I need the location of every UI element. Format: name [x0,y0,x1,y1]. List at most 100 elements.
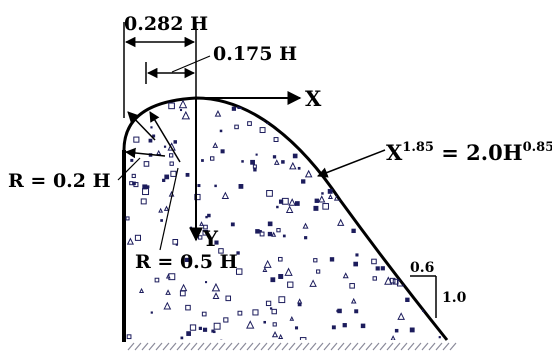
foundation [127,342,457,351]
aggregate-speck [198,235,203,240]
aggregate-speck [278,199,284,204]
slope-vertical-label: 1.0 [442,290,467,306]
foundation-hatch-line [148,342,156,351]
aggregate-speck [294,326,299,330]
aggregate-speck [287,281,294,288]
aggregate-speck [181,110,191,120]
foundation-hatch-line [218,342,226,351]
aggregate-speck [416,292,420,296]
aggregate-speck [324,123,328,127]
aggregate-speck [327,188,333,194]
aggregate-speck [325,120,329,124]
aggregate-speck [358,124,367,133]
aggregate-speck [372,276,377,281]
aggregate-speck [313,258,318,263]
foundation-hatch-line [365,342,373,351]
aggregate-speck [438,336,441,339]
aggregate-speck [288,198,297,206]
aggregate-speck [220,149,225,154]
aggregate-speck [350,297,357,304]
foundation-hatch-line [288,342,296,351]
aggregate-speck [433,124,441,132]
aggregate-speck [335,117,341,123]
aggregate-speck [272,322,277,327]
foundation-hatch-line [400,342,408,351]
axes: X Y [189,86,322,251]
aggregate-speck [278,296,286,304]
aggregate-speck [213,322,221,330]
aggregate-speck [184,257,190,263]
aggregate-speck [252,164,257,169]
aggregate-speck [419,247,428,255]
aggregate-speck [262,267,268,273]
aggregate-speck [169,161,174,166]
aggregate-speck [428,178,435,185]
aggregate-speck [214,110,222,117]
aggregate-speck [301,179,306,184]
aggregate-speck [316,269,321,274]
aggregate-speck [437,168,440,172]
aggregate-speck [143,161,150,167]
aggregate-speck [338,100,344,106]
aggregate-speck [306,142,313,149]
aggregate-speck [399,220,406,227]
aggregate-speck [189,324,197,331]
foundation-hatch-line [141,342,149,351]
foundation-hatch-line [127,342,135,351]
aggregate-speck [168,102,175,110]
aggregate-speck [331,325,336,330]
aggregate-speck [284,112,288,116]
aggregate-speck [170,170,177,177]
aggregate-speck [150,311,153,314]
aggregate-speck [280,124,287,131]
aggregate-speck [329,257,335,262]
aggregate-speck [289,316,295,321]
aggregate-speck [237,310,243,316]
aggregate-speck [349,283,355,289]
dim-label-0175h: 0.175 H [213,43,297,65]
foundation-hatch-line [421,342,429,351]
aggregate-speck [259,127,266,134]
aggregate-speck [163,205,170,211]
aggregate-speck [203,224,208,230]
aggregate-speck [407,131,411,134]
aggregate-speck [321,192,324,195]
aggregate-speck [211,282,221,292]
aggregate-speck [271,231,277,237]
aggregate-speck [382,198,386,202]
aggregate-speck [225,295,232,302]
aggregate-speck [285,205,294,213]
aggregate-speck [219,129,223,133]
foundation-hatch-line [393,342,401,351]
aggregate-speck [371,258,377,265]
foundation-hatch-line [190,342,198,351]
dimension-0175h: 0.175 H [145,43,297,84]
aggregate-speck [357,176,362,181]
aggregate-speck [133,136,140,143]
aggregate-speck [433,223,437,227]
aggregate-speck [297,302,302,307]
aggregate-speck [271,308,277,315]
aggregate-speck [421,195,428,203]
aggregate-speck [403,199,408,204]
aggregate-speck [335,101,338,105]
aggregate-speck [278,256,283,262]
aggregate-speck [234,124,239,130]
aggregate-speck [273,137,279,143]
aggregate-speck [302,222,309,229]
foundation-hatch-line [239,342,247,351]
aggregate-speck [156,149,162,155]
spillway-profile [122,96,449,341]
aggregate-speck [316,133,323,141]
aggregate-speck [165,289,171,295]
aggregate-speck [337,308,342,314]
foundation-hatch-line [358,342,366,351]
foundation-hatch-line [176,342,184,351]
aggregate-speck [150,126,153,129]
foundation-hatch-line [344,342,352,351]
foundation-hatch-line [316,342,324,351]
aggregate-speck [397,107,403,113]
aggregate-speck [401,236,405,240]
aggregate-speck [259,102,266,109]
foundation-hatch-line [225,342,233,351]
